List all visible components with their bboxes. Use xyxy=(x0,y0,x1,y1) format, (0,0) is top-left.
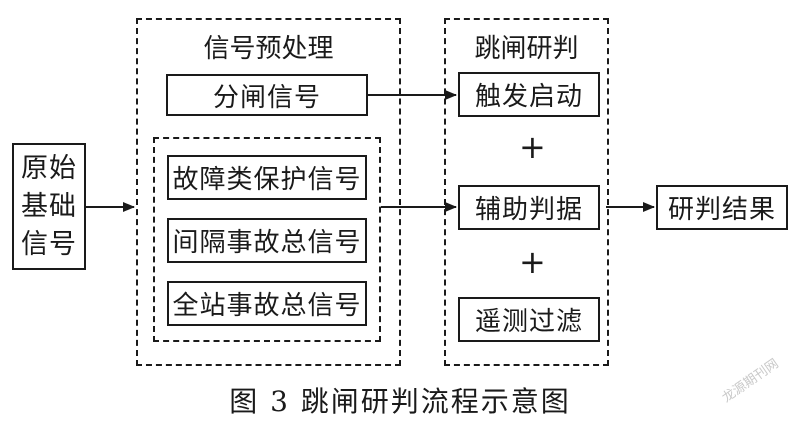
fault-protection-signal-box: 故障类保护信号 xyxy=(167,155,367,200)
protection-signals-group xyxy=(153,137,381,342)
trip-signal-box: 分闸信号 xyxy=(166,74,368,116)
source-signal-box: 原始 基础 信号 xyxy=(12,143,86,270)
plus-sign-1: + xyxy=(519,128,546,166)
plus-sign-2: + xyxy=(519,243,546,281)
source-line-2: 基础 xyxy=(21,190,77,222)
auxiliary-criteria-box: 辅助判据 xyxy=(458,185,600,230)
figure-caption: 图 3 跳闸研判流程示意图 xyxy=(229,385,571,418)
preprocess-title: 信号预处理 xyxy=(203,34,334,64)
trip-judgment-group xyxy=(444,18,609,366)
fault-protection-signal-label: 故障类保护信号 xyxy=(172,165,362,195)
station-accident-signal-box: 全站事故总信号 xyxy=(167,281,367,326)
source-line-1: 原始 xyxy=(21,152,77,184)
bay-accident-signal-box: 间隔事故总信号 xyxy=(167,218,367,263)
trigger-start-label: 触发启动 xyxy=(474,82,583,112)
trip-judgment-title: 跳闸研判 xyxy=(474,34,579,64)
trigger-start-box: 触发启动 xyxy=(458,72,600,117)
judgment-result-box: 研判结果 xyxy=(656,185,788,230)
station-accident-signal-label: 全站事故总信号 xyxy=(172,291,362,321)
telemetry-filter-label: 遥测过滤 xyxy=(474,307,583,337)
trip-signal-label: 分闸信号 xyxy=(212,82,321,113)
auxiliary-criteria-label: 辅助判据 xyxy=(474,195,583,225)
judgment-result-label: 研判结果 xyxy=(667,195,776,225)
preprocess-group xyxy=(136,18,401,366)
telemetry-filter-box: 遥测过滤 xyxy=(458,297,600,342)
source-line-3: 信号 xyxy=(21,228,77,260)
bay-accident-signal-label: 间隔事故总信号 xyxy=(172,228,362,258)
